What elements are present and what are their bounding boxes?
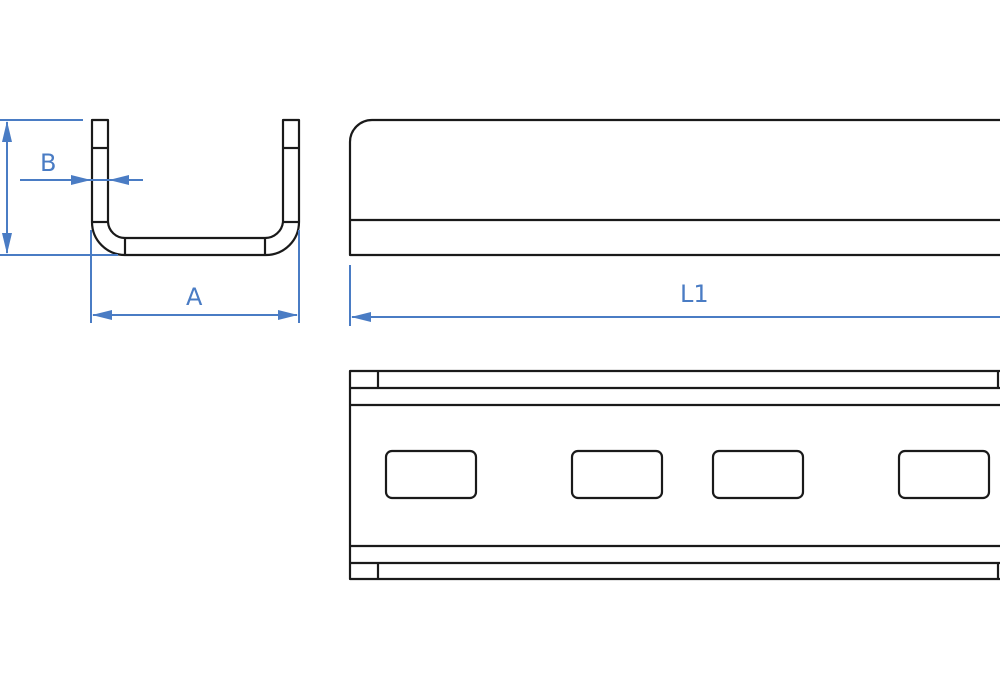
slot <box>570 449 664 500</box>
length-dimension: L1 <box>349 265 1000 326</box>
side-view <box>348 118 1000 257</box>
slot <box>897 449 991 500</box>
thickness-label: B <box>40 149 56 177</box>
profile-end-view <box>90 118 301 257</box>
width-dimension: A <box>90 230 300 323</box>
slot <box>384 449 478 500</box>
thickness-dimension: B <box>20 149 143 185</box>
top-view <box>348 369 1000 581</box>
length-label: L1 <box>680 280 709 308</box>
profile-outline <box>90 118 301 257</box>
slot <box>711 449 805 500</box>
height-dimension <box>0 119 118 256</box>
width-label: A <box>186 283 203 311</box>
